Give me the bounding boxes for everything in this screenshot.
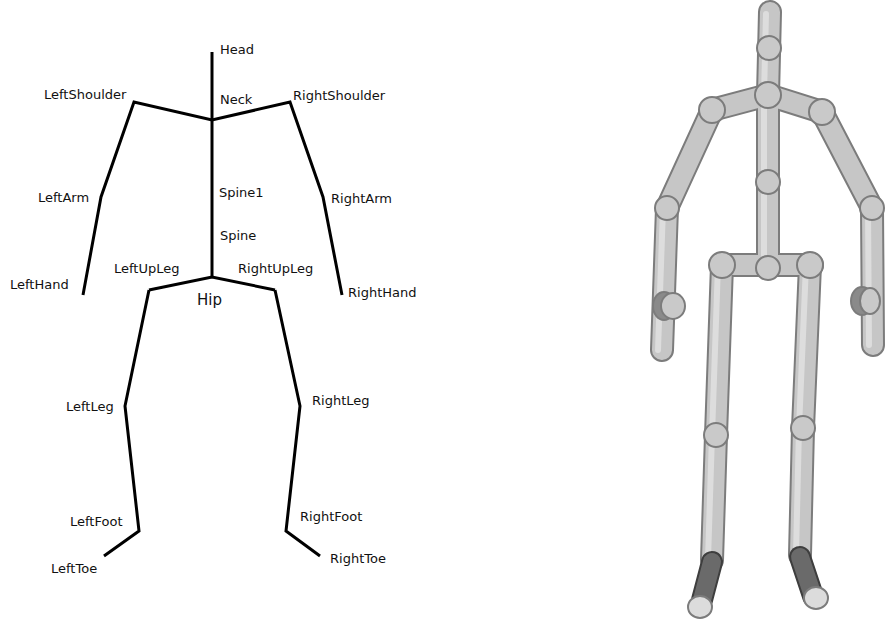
joint-label: RightShoulder	[293, 89, 385, 102]
joint-label: LeftUpLeg	[114, 262, 180, 275]
joint-label: Spine1	[219, 186, 264, 199]
rendered-skeleton	[653, 12, 884, 618]
joint-label: LeftFoot	[70, 515, 122, 528]
joint-label: RightToe	[330, 552, 386, 565]
stick-figure	[83, 52, 342, 556]
joint-label: LeftArm	[38, 191, 89, 204]
joint-label: RightLeg	[312, 394, 370, 407]
joint-label: LeftHand	[10, 278, 69, 291]
joint-label: LeftShoulder	[44, 88, 126, 101]
joint-label: RightHand	[348, 286, 416, 299]
joint-label: RightFoot	[300, 510, 362, 523]
joint-label: LeftLeg	[66, 400, 114, 413]
joint-label: RightArm	[331, 192, 392, 205]
joint-label: RightUpLeg	[238, 262, 313, 275]
joint-label: Spine	[220, 229, 256, 242]
joint-label: LeftToe	[51, 562, 97, 575]
joint-label: Head	[220, 43, 254, 56]
joint-label: Neck	[220, 93, 252, 106]
joint-label: Hip	[197, 293, 222, 308]
